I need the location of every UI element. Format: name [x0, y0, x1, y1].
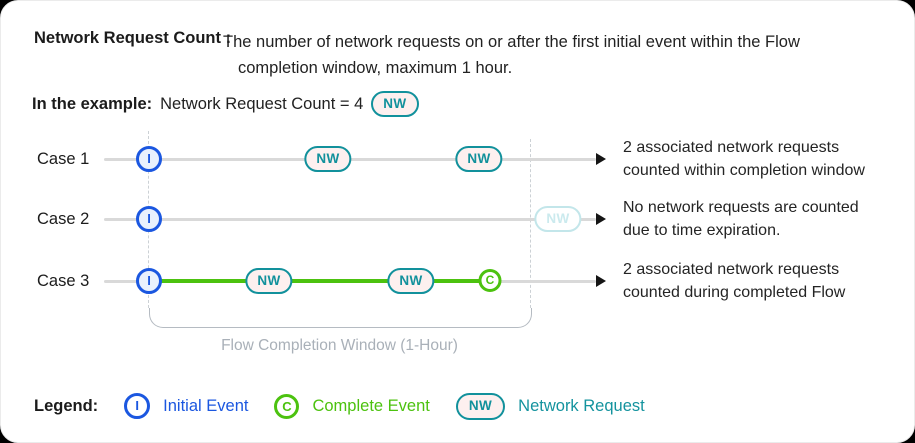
case-3-row: Case 3 I NW NW C 2 associated network re… [1, 261, 914, 301]
completion-window-label: Flow Completion Window (1-Hour) [221, 337, 458, 354]
completion-window-bracket [149, 308, 532, 328]
legend-network-request-label: Network Request [518, 396, 645, 415]
case-1-description-line-2: counted within completion window [623, 162, 865, 179]
legend: Legend: I Initial Event C Complete Event… [34, 391, 645, 421]
case-2-label: Case 2 [37, 210, 90, 228]
case-2-description-line-2: due to time expiration. [623, 222, 781, 239]
example-line: In the example: Network Request Count = … [32, 91, 419, 117]
legend-item-complete-event: C Complete Event [274, 393, 430, 419]
term-definition: The number of network requests on or aft… [223, 29, 883, 81]
legend-title: Legend: [34, 396, 99, 415]
case-3-description: 2 associated network requests counted du… [623, 258, 914, 304]
case-2-description: No network requests are counted due to t… [623, 196, 914, 242]
network-request-badge: NW [304, 146, 352, 172]
term-title: Network Request Count : [34, 29, 232, 47]
complete-event-badge: C [274, 393, 300, 419]
network-request-badge: NW [245, 268, 293, 294]
legend-initial-event-label: Initial Event [163, 396, 249, 415]
network-request-badge: NW [387, 268, 435, 294]
case-1-row: Case 1 I NW NW 2 associated network requ… [1, 139, 914, 179]
case-1-description-line-1: 2 associated network requests [623, 139, 840, 156]
completed-flow-line [151, 279, 490, 283]
initial-event-badge: I [136, 268, 162, 294]
example-label: In the example: [32, 94, 153, 113]
network-request-badge: NW [371, 91, 419, 117]
network-request-badge: NW [455, 392, 506, 420]
example-value: Network Request Count = 4 [160, 94, 364, 113]
definition-line-2: completion window, maximum 1 hour. [238, 59, 513, 77]
case-2-description-line-1: No network requests are counted [623, 199, 859, 216]
initial-event-badge: I [136, 146, 162, 172]
case-3-description-line-2: counted during completed Flow [623, 284, 846, 301]
case-2-row: Case 2 I NW No network requests are coun… [1, 199, 914, 239]
expired-network-request-badge: NW [534, 206, 582, 232]
case-3-label: Case 3 [37, 272, 90, 290]
case-1-description: 2 associated network requests counted wi… [623, 136, 914, 182]
window-end-dashed-line [530, 139, 531, 308]
timeline-arrow-icon [596, 275, 606, 287]
legend-item-initial-event: I Initial Event [124, 393, 248, 419]
complete-event-badge: C [478, 269, 502, 292]
legend-complete-event-label: Complete Event [312, 396, 430, 415]
initial-event-badge: I [136, 206, 162, 232]
definition-line-1: The number of network requests on or aft… [223, 33, 800, 51]
timeline-line [104, 217, 596, 221]
network-request-badge: NW [455, 146, 503, 172]
timeline-arrow-icon [596, 153, 606, 165]
case-1-label: Case 1 [37, 150, 90, 168]
case-3-description-line-1: 2 associated network requests [623, 261, 840, 278]
timeline-arrow-icon [596, 213, 606, 225]
initial-event-badge: I [124, 393, 151, 419]
legend-item-network-request: NW Network Request [455, 392, 645, 420]
